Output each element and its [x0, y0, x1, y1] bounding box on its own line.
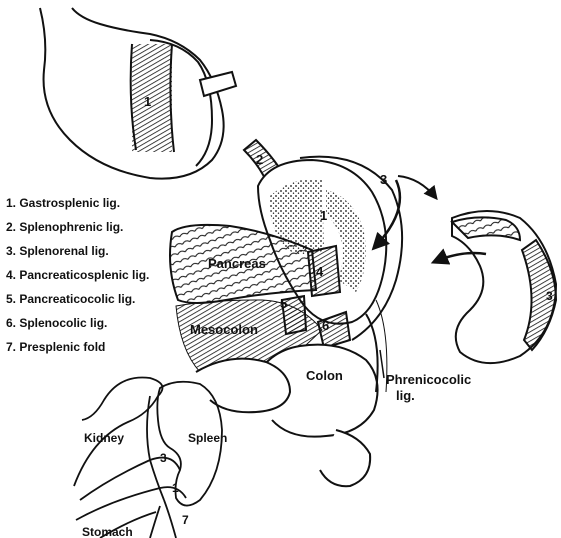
cross-section [74, 377, 222, 538]
spleen-label: Spleen [188, 431, 227, 445]
marker-7-section: 7 [182, 513, 189, 527]
marker-2: 2 [256, 152, 263, 167]
marker-3-arrow: 3 [380, 172, 387, 187]
phrenicocolic-label-line2: lig. [396, 388, 415, 403]
marker-6: 6 [322, 318, 329, 333]
mesocolon-label: Mesocolon [190, 322, 258, 337]
marker-1-main: 1 [320, 208, 327, 223]
marker-1-top: 1 [144, 94, 151, 109]
mobilized-spleen [434, 211, 556, 363]
kidney-label: Kidney [84, 431, 124, 445]
phrenicocolic-leader [380, 350, 384, 378]
phrenicocolic-label-line1: Phrenicocolic [386, 372, 471, 387]
gastrosplenic-sketch [40, 8, 236, 179]
marker-5: 5 [280, 296, 287, 311]
marker-1-section: 1 [172, 481, 179, 495]
stomach-label: Stomach [82, 525, 133, 538]
rotation-arrow-out [398, 176, 436, 198]
colon-label: Colon [306, 368, 343, 383]
marker-4: 4 [316, 264, 324, 279]
marker-3-section: 3 [160, 451, 167, 465]
pancreas-label: Pancreas [208, 256, 266, 271]
marker-3-spleen: 3 [546, 289, 553, 303]
